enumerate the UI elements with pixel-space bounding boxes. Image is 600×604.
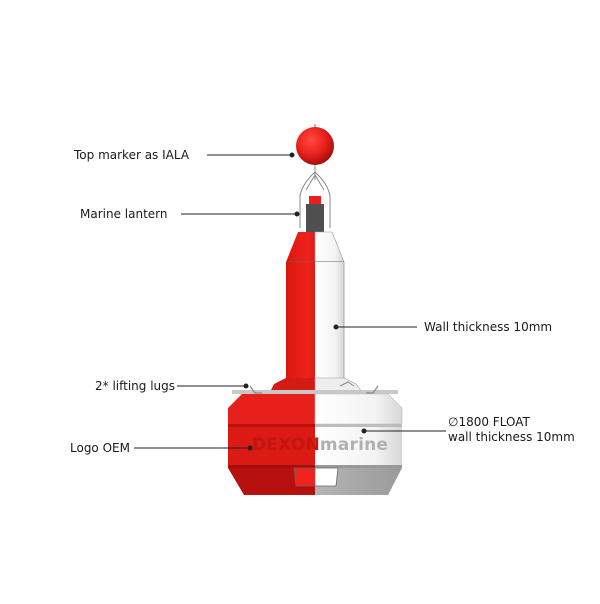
logo-bold: DEXON [252, 435, 320, 455]
marine-lantern [306, 196, 324, 232]
top-marker [296, 124, 334, 165]
callout-top-marker: Top marker as IALA [74, 148, 190, 162]
tower-column [286, 262, 345, 380]
tower-base [232, 377, 398, 394]
callout-float-wall: wall thickness 10mm [448, 430, 575, 444]
float-body [228, 393, 403, 495]
callout-float-diameter: ∅1800 FLOAT [448, 415, 530, 429]
callout-logo-oem: Logo OEM [70, 441, 130, 455]
callout-marine-lantern: Marine lantern [80, 207, 168, 221]
callout-lifting-lugs: 2* lifting lugs [95, 379, 176, 393]
oem-logo: DEXONmarine [252, 435, 388, 455]
callout-float: ∅1800 FLOAT wall thickness 10mm [448, 415, 575, 445]
callout-wall-thickness: Wall thickness 10mm [424, 320, 553, 334]
lifting-lugs [249, 385, 379, 394]
lantern-cage [299, 165, 331, 228]
logo-light: marine [319, 435, 389, 455]
